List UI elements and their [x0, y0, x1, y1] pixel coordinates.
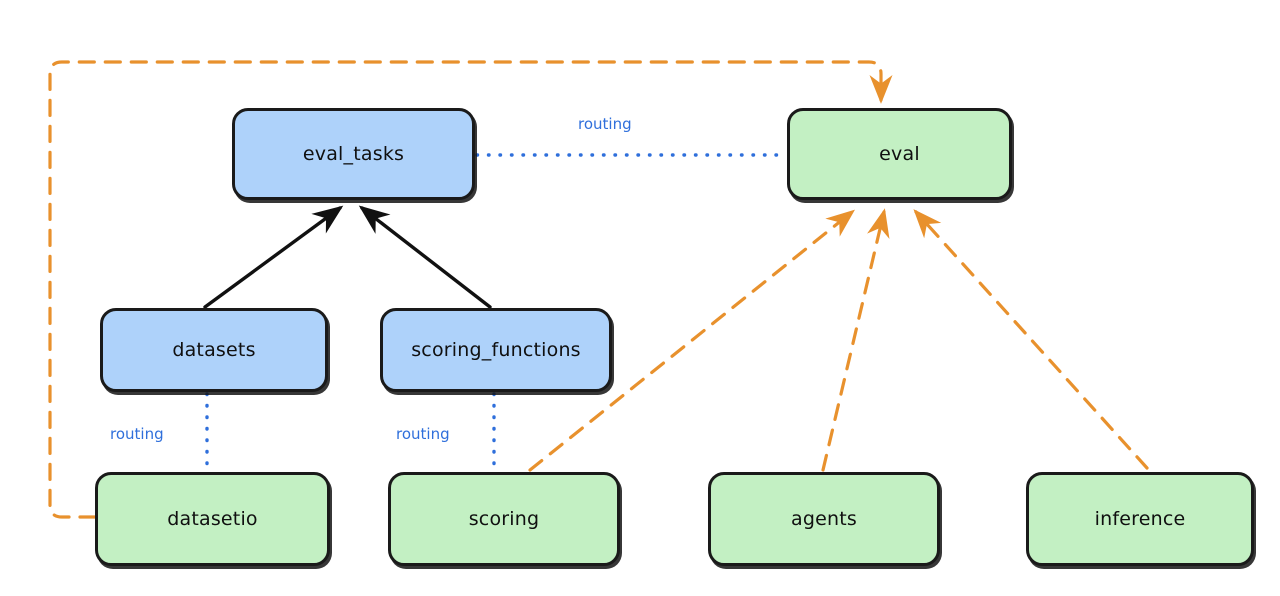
edge-agents-to-eval [821, 208, 890, 472]
node-label-scoring: scoring [468, 508, 540, 530]
node-scoring[interactable]: scoring [388, 472, 620, 566]
node-label-inference: inference [1094, 508, 1186, 530]
node-eval-tasks[interactable]: eval_tasks [232, 108, 475, 200]
node-scoring-functions[interactable]: scoring_functions [380, 308, 612, 392]
edge-label-routing-datasets-datasetio: routing [110, 425, 164, 443]
edge-datasetio-to-eval [48, 60, 893, 519]
node-label-eval: eval [879, 143, 920, 165]
edge-datasets-to-eval-tasks [203, 205, 344, 309]
edge-label-routing-scoring-functions-scoring: routing [396, 425, 450, 443]
node-datasetio[interactable]: datasetio [95, 472, 330, 566]
edge-scoring-functions-to-eval-tasks [358, 205, 492, 309]
node-datasets[interactable]: datasets [100, 308, 328, 392]
edge-scoring-to-eval [528, 209, 855, 472]
node-label-agents: agents [791, 508, 857, 530]
edge-inference-to-eval [913, 209, 1149, 470]
node-eval[interactable]: eval [787, 108, 1012, 200]
edge-label-routing-eval-tasks-eval: routing [578, 115, 632, 133]
node-label-scoring-functions: scoring_functions [411, 339, 581, 361]
node-label-datasetio: datasetio [167, 508, 258, 530]
node-label-eval-tasks: eval_tasks [302, 143, 405, 165]
node-agents[interactable]: agents [708, 472, 940, 566]
node-label-datasets: datasets [172, 339, 256, 361]
node-inference[interactable]: inference [1026, 472, 1254, 566]
